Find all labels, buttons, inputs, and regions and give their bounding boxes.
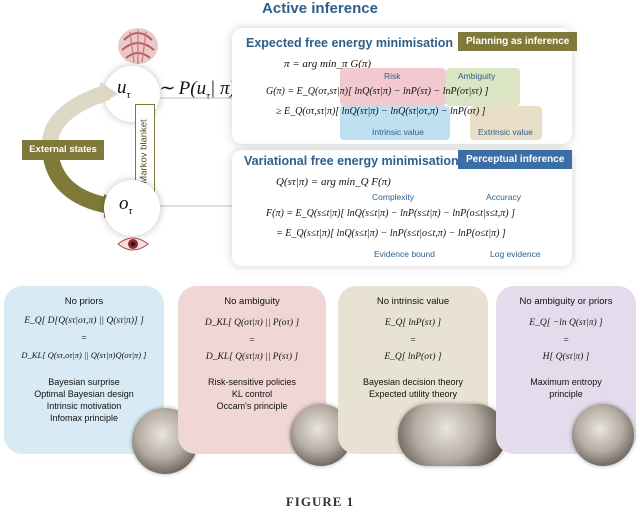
- card-line: Maximum entropy: [530, 377, 602, 387]
- intrinsic-value-label: Intrinsic value: [372, 127, 424, 137]
- variational-free-energy-decomposition: = E_Q(s≤t|π)[ lnQ(s≤t|π) − lnP(s≤t|o≤t,π…: [276, 228, 506, 239]
- action-symbol: uτ: [117, 77, 131, 101]
- log-evidence-label: Log evidence: [490, 249, 541, 259]
- card-equation-a: E_Q[ lnP(sτ) ]: [384, 318, 442, 328]
- card-line: Risk-sensitive policies: [207, 377, 297, 387]
- card-no-ambiguity: No ambiguity D_KL[ Q(oτ|π) || P(oτ) ] = …: [178, 286, 326, 454]
- accuracy-label: Accuracy: [486, 192, 521, 202]
- card-title: No ambiguity: [224, 296, 280, 307]
- expected-free-energy-equation: G(π) = E_Q(oτ,sτ|π)[ lnQ(sτ|π) − lnP(sτ)…: [266, 86, 489, 97]
- card-equation-operator: =: [409, 336, 417, 346]
- card-title: No ambiguity or priors: [519, 296, 613, 307]
- variational-free-energy-panel: [232, 150, 572, 266]
- risk-highlight: [340, 68, 446, 106]
- external-states-label: External states: [22, 140, 104, 160]
- card-equation-a: E_Q[ −ln Q(sτ|π) ]: [529, 318, 603, 328]
- card-line: Occam's principle: [216, 401, 288, 411]
- card-equation-b: H[ Q(sτ|π) ]: [542, 352, 590, 362]
- observation-circle: [104, 180, 160, 236]
- ambiguity-highlight: [446, 68, 520, 106]
- expected-free-energy-bound: ≥ E_Q(oτ,sτ|π)[ lnQ(sτ|π) − lnQ(sτ|oτ,π)…: [276, 106, 486, 117]
- variational-free-energy-heading: Variational free energy minimisation: [244, 154, 459, 168]
- complexity-label: Complexity: [372, 192, 415, 202]
- card-equation-operator: =: [248, 336, 256, 346]
- card-title: No priors: [64, 296, 104, 307]
- figure-caption: FIGURE 1: [285, 494, 355, 509]
- card-line: principle: [549, 389, 583, 399]
- card-line: Infomax principle: [49, 413, 119, 423]
- card-line: Intrinsic motivation: [46, 401, 122, 411]
- expected-free-energy-heading: Expected free energy minimisation: [246, 36, 454, 50]
- eye-icon: [116, 234, 150, 254]
- card-equation-b: E_Q[ lnP(oτ) ]: [384, 352, 442, 362]
- card-equation-operator: =: [562, 336, 570, 346]
- portrait-photo: [398, 404, 506, 466]
- card-line: Optimal Bayesian design: [34, 389, 134, 399]
- ambiguity-label: Ambiguity: [458, 71, 496, 81]
- markov-blanket-label: Markov blanket: [138, 119, 150, 184]
- card-equation-b: D_KL[ Q(sτ,oτ|π) || Q(sτ|π)Q(oτ|π) ]: [21, 350, 147, 360]
- card-title: No intrinsic value: [376, 296, 450, 307]
- perceptual-inference-tag: Perceptual inference: [458, 150, 573, 169]
- posterior-equation: Q(sτ|π) = arg min_Q F(π): [276, 176, 391, 188]
- extrinsic-highlight: [470, 106, 542, 140]
- observation-symbol: oτ: [119, 193, 133, 217]
- card-line: KL control: [231, 389, 273, 399]
- card-line: Bayesian surprise: [48, 377, 120, 387]
- portrait-photo: [572, 404, 634, 466]
- action-figure: [110, 22, 166, 70]
- extrinsic-value-label: Extrinsic value: [478, 127, 533, 137]
- card-equation-a: D_KL[ Q(oτ|π) || P(oτ) ]: [204, 318, 300, 328]
- intrinsic-highlight: [340, 106, 450, 140]
- risk-label: Risk: [384, 71, 401, 81]
- evidence-bound-label: Evidence bound: [374, 249, 435, 259]
- card-equation-operator: =: [80, 334, 88, 344]
- planning-as-inference-tag: Planning as inference: [458, 32, 578, 51]
- action-policy: ∼ P(uτ| π): [158, 78, 236, 102]
- card-line: Bayesian decision theory: [362, 377, 464, 387]
- figure-title: Active inference: [262, 0, 378, 17]
- card-equation-a: E_Q[ D[Q(sτ|oτ,π) || Q(sτ|π)] ]: [24, 316, 144, 326]
- policy-selection-equation: π = arg min_π G(π): [284, 58, 372, 70]
- card-line: Expected utility theory: [368, 389, 458, 399]
- card-equation-b: D_KL[ Q(sτ|π) || P(sτ) ]: [205, 352, 299, 362]
- variational-free-energy-equation: F(π) = E_Q(s≤t|π)[ lnQ(s≤t|π) − lnP(s≤t|…: [266, 208, 515, 219]
